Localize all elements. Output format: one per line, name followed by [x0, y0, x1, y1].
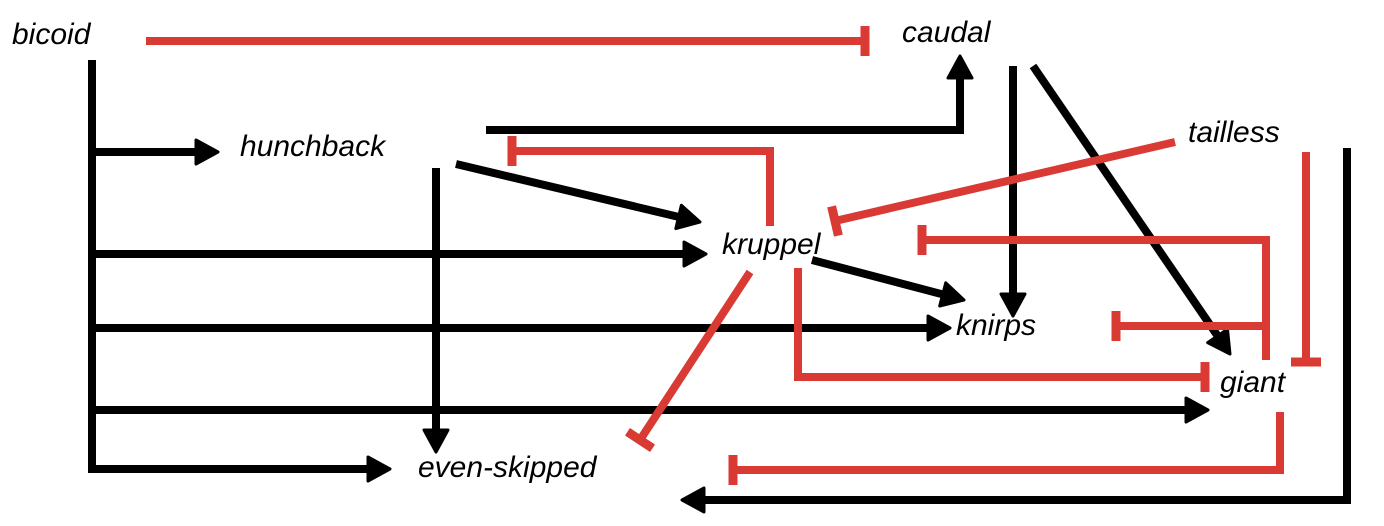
- gene-label-bicoid: bicoid: [12, 18, 91, 51]
- edge-kruppel-giant-line: [794, 268, 1205, 381]
- edge-bicoid-hunchback-arrowhead: [194, 138, 220, 166]
- edge-tailless-kruppel-line: [834, 138, 1176, 225]
- edge-caudal-knirps-arrowhead: [999, 292, 1027, 318]
- edge-hunchback-caudal-line: [486, 70, 964, 134]
- gene-label-tailless: tailless: [1188, 116, 1280, 149]
- gene-label-even-skipped: even-skipped: [418, 451, 597, 484]
- gene-label-knirps: knirps: [956, 309, 1037, 342]
- edge-bicoid-giant-arrowhead: [1184, 396, 1210, 424]
- gene-label-kruppel: kruppel: [722, 228, 821, 261]
- edge-kruppel-hunchback-line: [512, 147, 774, 226]
- edge-bicoid-kruppel-arrowhead: [682, 240, 708, 268]
- edge-bicoid-knirps-arrowhead: [926, 314, 952, 342]
- edge-kruppel-knirps-line: [810, 256, 952, 301]
- edge-giant-even-skipped-line: [733, 412, 1284, 474]
- edge-caudal-giant-line: [1029, 63, 1226, 345]
- edge-caudal-giant-arrowhead: [1206, 327, 1232, 356]
- gene-label-caudal: caudal: [902, 16, 991, 49]
- edge-bicoid-even-skipped-arrowhead: [366, 455, 392, 483]
- edge-kruppel-even-skipped-line: [636, 269, 754, 443]
- edge-hunchback-kruppel-line: [455, 160, 688, 223]
- edge-tailless-even-skipped-line: [696, 148, 1351, 504]
- edge-giant-kruppel-line: [922, 236, 1270, 360]
- edge-bicoid-even-skipped-line: [88, 60, 376, 473]
- gene-label-hunchback: hunchback: [240, 130, 386, 163]
- edge-hunchback-kruppel-arrowhead: [674, 203, 702, 231]
- edge-tailless-even-skipped-arrowhead: [680, 486, 706, 514]
- edge-tailless-kruppel-bar: [827, 205, 843, 237]
- gene-label-giant: giant: [1220, 366, 1286, 399]
- edge-kruppel-knirps-arrowhead: [938, 281, 966, 308]
- edge-kruppel-even-skipped-bar: [624, 428, 656, 452]
- edge-hunchback-even-skipped-arrowhead: [422, 428, 450, 454]
- edge-hunchback-caudal-arrowhead: [946, 54, 974, 80]
